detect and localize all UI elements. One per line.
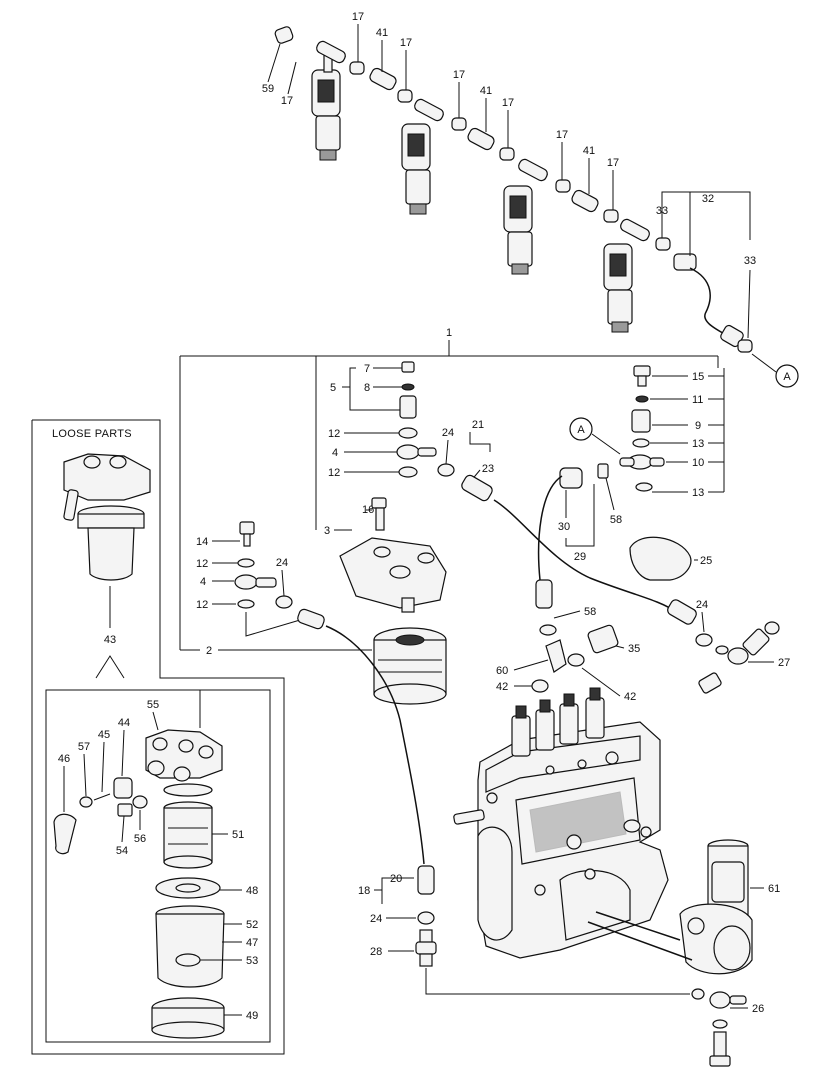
label-42-b: 42 [624,691,636,703]
label-13-a: 13 [692,438,704,450]
injector-3 [503,185,533,275]
ref-marker-a-top [775,364,799,388]
label-4-a: 4 [332,447,338,459]
filter-head-labels: 7 5 8 12 4 12 16 3 [324,363,402,537]
label-52: 52 [246,919,258,931]
label-12-d: 12 [196,599,208,611]
label-41-c: 41 [583,145,595,157]
return-hose-group: 30 58 29 [537,463,622,581]
label-29: 29 [574,551,586,563]
label-58-b: 58 [584,606,596,618]
label-26: 26 [752,1003,764,1015]
label-43: 43 [104,634,116,646]
label-46: 46 [58,753,70,765]
label-12-a: 12 [328,428,340,440]
label-11: 11 [692,394,703,406]
loose-parts-title: LOOSE PARTS [52,428,132,440]
label-41-b: 41 [480,85,492,97]
ref-marker-a-mid [569,417,593,441]
label-17-e: 17 [502,97,514,109]
feed-pump-61: 61 [587,839,780,975]
label-2: 2 [206,645,212,657]
label-15: 15 [692,371,704,383]
label-24-d: 24 [370,913,382,925]
label-9: 9 [695,420,701,432]
middle-fittings: 58 60 42 42 35 [496,579,640,703]
label-21: 21 [472,419,484,431]
label-5: 5 [330,382,336,394]
injector-4 [603,243,633,333]
filter-head-parts [339,361,447,705]
label-47: 47 [246,937,258,949]
right-banjo-group: 15 11 9 13 10 13 A [569,365,724,499]
label-17-a: 17 [281,95,293,107]
leak-off-pipes [316,40,753,353]
label-13-b: 13 [692,487,704,499]
label-45: 45 [98,729,110,741]
label-25: 25 [700,555,712,567]
filter-assembly-43 [63,453,151,581]
label-17-c: 17 [400,37,412,49]
label-33-b: 33 [744,255,756,267]
inlet-hose-fittings: 18 20 24 28 [358,865,690,995]
label-54: 54 [116,845,128,857]
label-8: 8 [364,382,370,394]
label-4-b: 4 [200,576,206,588]
label-14: 14 [196,536,208,548]
label-56: 56 [134,833,146,845]
label-18: 18 [358,885,370,897]
label-33-a: 33 [656,205,668,217]
right-banjo-27: 24 27 [667,599,790,694]
label-7: 7 [364,363,370,375]
ref-marker-a-top-label: A [783,371,791,383]
label-30: 30 [558,521,570,533]
label-27: 27 [778,657,790,669]
label-17-g: 17 [607,157,619,169]
label-17-d: 17 [453,69,465,81]
label-3: 3 [324,525,330,537]
filter-exploded-parts [53,729,225,1039]
label-41-a: 41 [376,27,388,39]
label-24-b: 24 [442,427,454,439]
label-12-c: 12 [196,558,208,570]
label-1: 1 [446,327,452,339]
label-59: 59 [262,83,274,95]
label-12-b: 12 [328,467,340,479]
injection-pump [453,687,669,959]
label-49: 49 [246,1010,258,1022]
assembly-bracket-1: 1 2 [179,327,725,657]
label-51: 51 [232,829,244,841]
label-24-a: 24 [276,557,288,569]
loose-parts-box: LOOSE PARTS 43 [31,419,285,1055]
label-10: 10 [692,457,704,469]
banjo-hose-group: 24 21 23 [437,419,677,613]
label-42-a: 42 [496,681,508,693]
label-55: 55 [147,699,159,711]
injector-1 [274,26,341,161]
label-53: 53 [246,955,258,967]
hose-clip-25: 25 [629,536,712,581]
injector-labels: 59 17 17 41 17 17 41 17 17 41 17 32 33 3… [262,11,756,339]
bottom-banjo-26: 26 [691,988,764,1067]
label-17-f: 17 [556,129,568,141]
label-48: 48 [246,885,258,897]
label-17-b: 17 [352,11,364,23]
label-58-a: 58 [610,514,622,526]
label-57: 57 [78,741,90,753]
label-61: 61 [768,883,780,895]
label-24-c: 24 [696,599,708,611]
label-44: 44 [118,717,130,729]
label-23: 23 [482,463,494,475]
label-35: 35 [628,643,640,655]
label-32: 32 [702,193,714,205]
label-60: 60 [496,665,508,677]
left-banjo-group: 14 12 4 12 24 [196,521,425,865]
injector-2 [401,123,431,215]
label-20: 20 [390,873,402,885]
label-28: 28 [370,946,382,958]
ref-marker-a-mid-label: A [577,424,585,436]
injector-assembly: A [274,26,799,388]
